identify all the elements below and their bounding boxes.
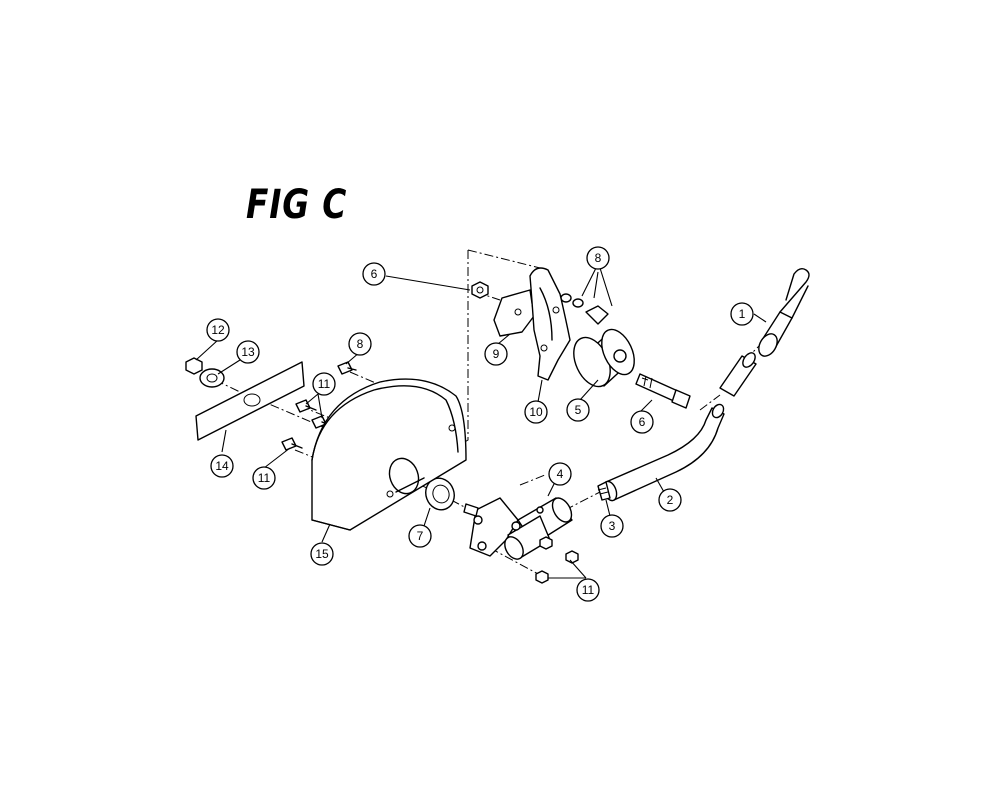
part-5-roller xyxy=(573,328,635,388)
callout-8-washers: 8 xyxy=(586,246,610,270)
svg-text:11: 11 xyxy=(258,471,271,485)
callout-7: 7 xyxy=(408,524,432,548)
figure-title: FIG C xyxy=(246,182,348,228)
part-15-belt-guard xyxy=(311,378,467,531)
part-11-nuts xyxy=(535,536,579,584)
svg-text:11: 11 xyxy=(582,583,595,597)
leader-lines xyxy=(195,267,767,579)
svg-text:11: 11 xyxy=(318,377,331,391)
part-12-nut xyxy=(185,357,203,375)
part-6-bolt xyxy=(635,373,691,409)
part-10-lever-plate xyxy=(529,267,571,381)
callout-5: 5 xyxy=(566,398,590,422)
svg-text:2: 2 xyxy=(667,493,674,507)
svg-text:8: 8 xyxy=(357,337,364,351)
svg-text:12: 12 xyxy=(211,323,225,337)
part-14-plate xyxy=(195,361,305,441)
svg-text:7: 7 xyxy=(417,529,424,543)
part-4-handle-socket xyxy=(469,497,573,560)
callout-11-left: 11 xyxy=(252,466,276,490)
part-6-nut xyxy=(471,281,489,299)
part-8-washers xyxy=(560,293,609,325)
svg-text:8: 8 xyxy=(595,251,602,265)
callout-1: 1 xyxy=(730,302,754,326)
part-8-screw xyxy=(337,361,357,375)
callout-11-nuts: 11 xyxy=(576,578,600,602)
svg-text:4: 4 xyxy=(557,467,564,481)
callout-3: 3 xyxy=(600,514,624,538)
callout-13: 13 xyxy=(236,340,260,364)
svg-text:5: 5 xyxy=(575,403,582,417)
part-9-bracket xyxy=(493,289,535,337)
callout-14: 14 xyxy=(210,454,234,478)
callout-2: 2 xyxy=(658,488,682,512)
svg-text:3: 3 xyxy=(609,519,616,533)
callout-4: 4 xyxy=(548,462,572,486)
svg-text:10: 10 xyxy=(529,405,543,419)
part-3-end-plug xyxy=(597,481,611,501)
part-2-handle-tube xyxy=(602,352,757,502)
callout-8-screw: 8 xyxy=(348,332,372,356)
part-13-washer xyxy=(199,368,225,388)
part-1-handle-grip xyxy=(758,267,810,357)
callout-11-upper: 11 xyxy=(312,372,336,396)
svg-text:1: 1 xyxy=(739,307,746,321)
callout-12: 12 xyxy=(206,318,230,342)
svg-text:15: 15 xyxy=(315,547,329,561)
svg-text:9: 9 xyxy=(493,347,500,361)
svg-text:6: 6 xyxy=(639,415,646,429)
callout-15: 15 xyxy=(310,542,334,566)
callout-10: 10 xyxy=(524,400,548,424)
callout-6-nut: 6 xyxy=(362,262,386,286)
svg-text:6: 6 xyxy=(371,267,378,281)
svg-text:13: 13 xyxy=(241,345,255,359)
svg-text:14: 14 xyxy=(215,459,229,473)
callout-6-bolt: 6 xyxy=(630,410,654,434)
callout-9: 9 xyxy=(484,342,508,366)
